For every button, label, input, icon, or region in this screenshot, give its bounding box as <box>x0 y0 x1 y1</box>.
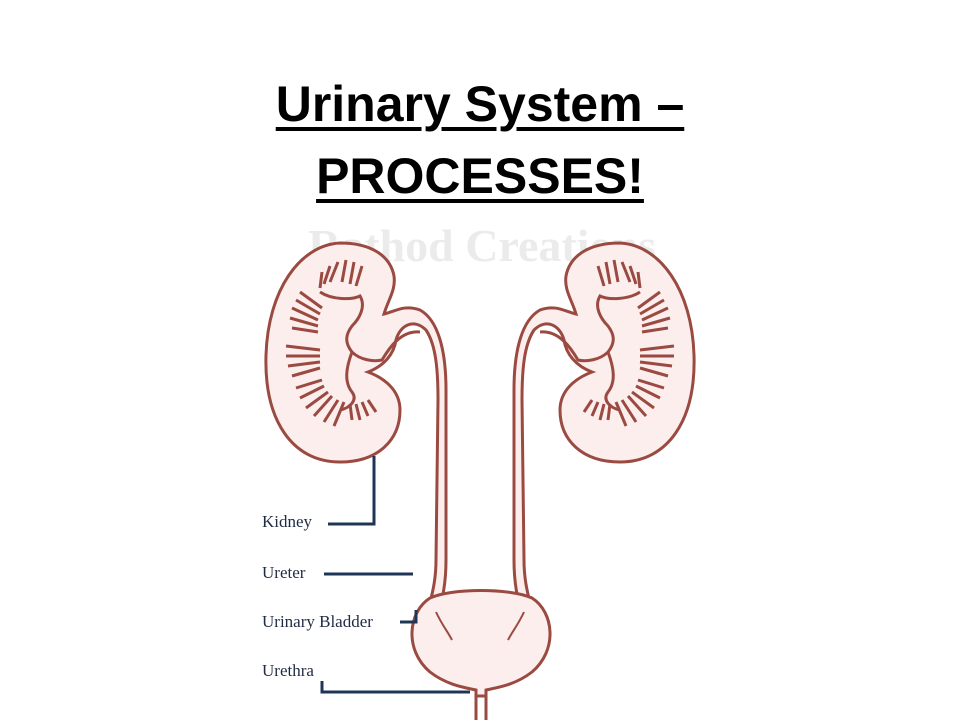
bladder-outline <box>410 589 552 698</box>
label-ureter: Ureter <box>262 563 306 582</box>
label-kidney: Kidney <box>262 512 313 531</box>
label-urinary-bladder: Urinary Bladder <box>262 612 373 631</box>
right-kidney-pyramids <box>582 259 675 427</box>
leader-lines <box>320 456 470 694</box>
urethra <box>474 690 488 720</box>
right-kidney-pelvis <box>539 290 641 412</box>
kidney-leader-line <box>328 456 376 526</box>
ureter-entry-lines <box>435 611 525 641</box>
label-urethra: Urethra <box>262 661 314 680</box>
urethra-leader-line <box>320 681 470 694</box>
right-kidney <box>512 241 696 619</box>
left-kidney-pyramids <box>285 259 378 427</box>
bladder-leader-line <box>400 610 418 624</box>
slide-title-line-2: PROCESSES! <box>316 148 644 204</box>
urinary-bladder <box>410 589 552 720</box>
left-kidney-pelvis <box>319 290 421 412</box>
left-kidney <box>264 241 448 619</box>
slide-title-line-1: Urinary System – <box>275 76 685 132</box>
right-kidney-outline <box>512 241 696 619</box>
left-kidney-outline <box>264 241 448 619</box>
